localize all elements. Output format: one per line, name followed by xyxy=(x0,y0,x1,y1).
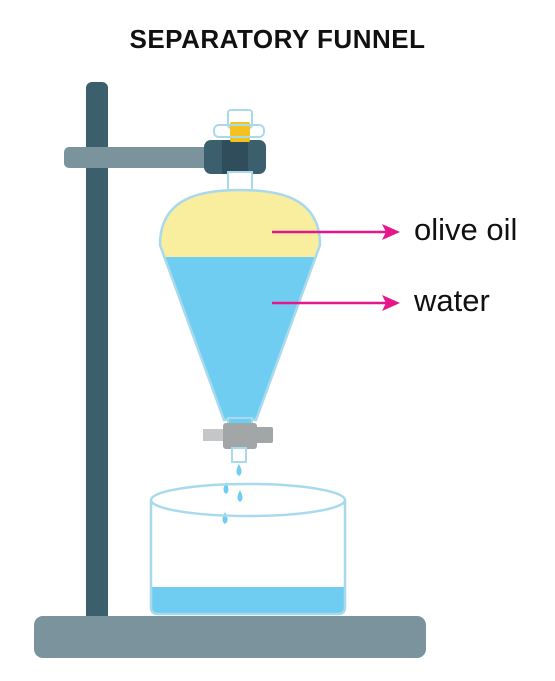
arrowhead-icon xyxy=(382,224,400,240)
water-label: water xyxy=(414,283,490,318)
separatory-funnel xyxy=(158,188,322,431)
water-drop xyxy=(236,464,242,476)
arrowhead-icon xyxy=(382,295,400,311)
clamp xyxy=(64,140,266,174)
clamp-arm xyxy=(64,147,214,168)
water-drops xyxy=(222,464,243,524)
water-drop xyxy=(222,512,228,524)
oil-layer xyxy=(160,190,320,257)
beaker-rim xyxy=(149,482,347,518)
stand-base xyxy=(34,616,426,658)
label-arrows xyxy=(272,224,400,311)
water-arrow xyxy=(272,295,400,311)
stopper xyxy=(213,109,265,195)
stopcock-body xyxy=(223,423,257,449)
stopcock-tip xyxy=(231,447,247,463)
beaker-water xyxy=(151,587,345,614)
stopcock-handle-left xyxy=(203,429,225,441)
oil-arrow xyxy=(272,224,400,240)
stopcock xyxy=(203,423,273,463)
clamp-slot xyxy=(222,140,248,174)
olive-oil-label: olive oil xyxy=(414,212,518,247)
stand-rod xyxy=(86,82,108,627)
beaker xyxy=(149,482,347,616)
diagram-title: SEPARATORY FUNNEL xyxy=(129,24,426,54)
ring-stand xyxy=(34,82,426,658)
stopper-collar xyxy=(213,124,265,138)
water-drop xyxy=(237,490,243,502)
water-layer xyxy=(160,257,320,420)
beaker-outline xyxy=(149,500,347,616)
stopcock-handle-right xyxy=(255,427,273,443)
